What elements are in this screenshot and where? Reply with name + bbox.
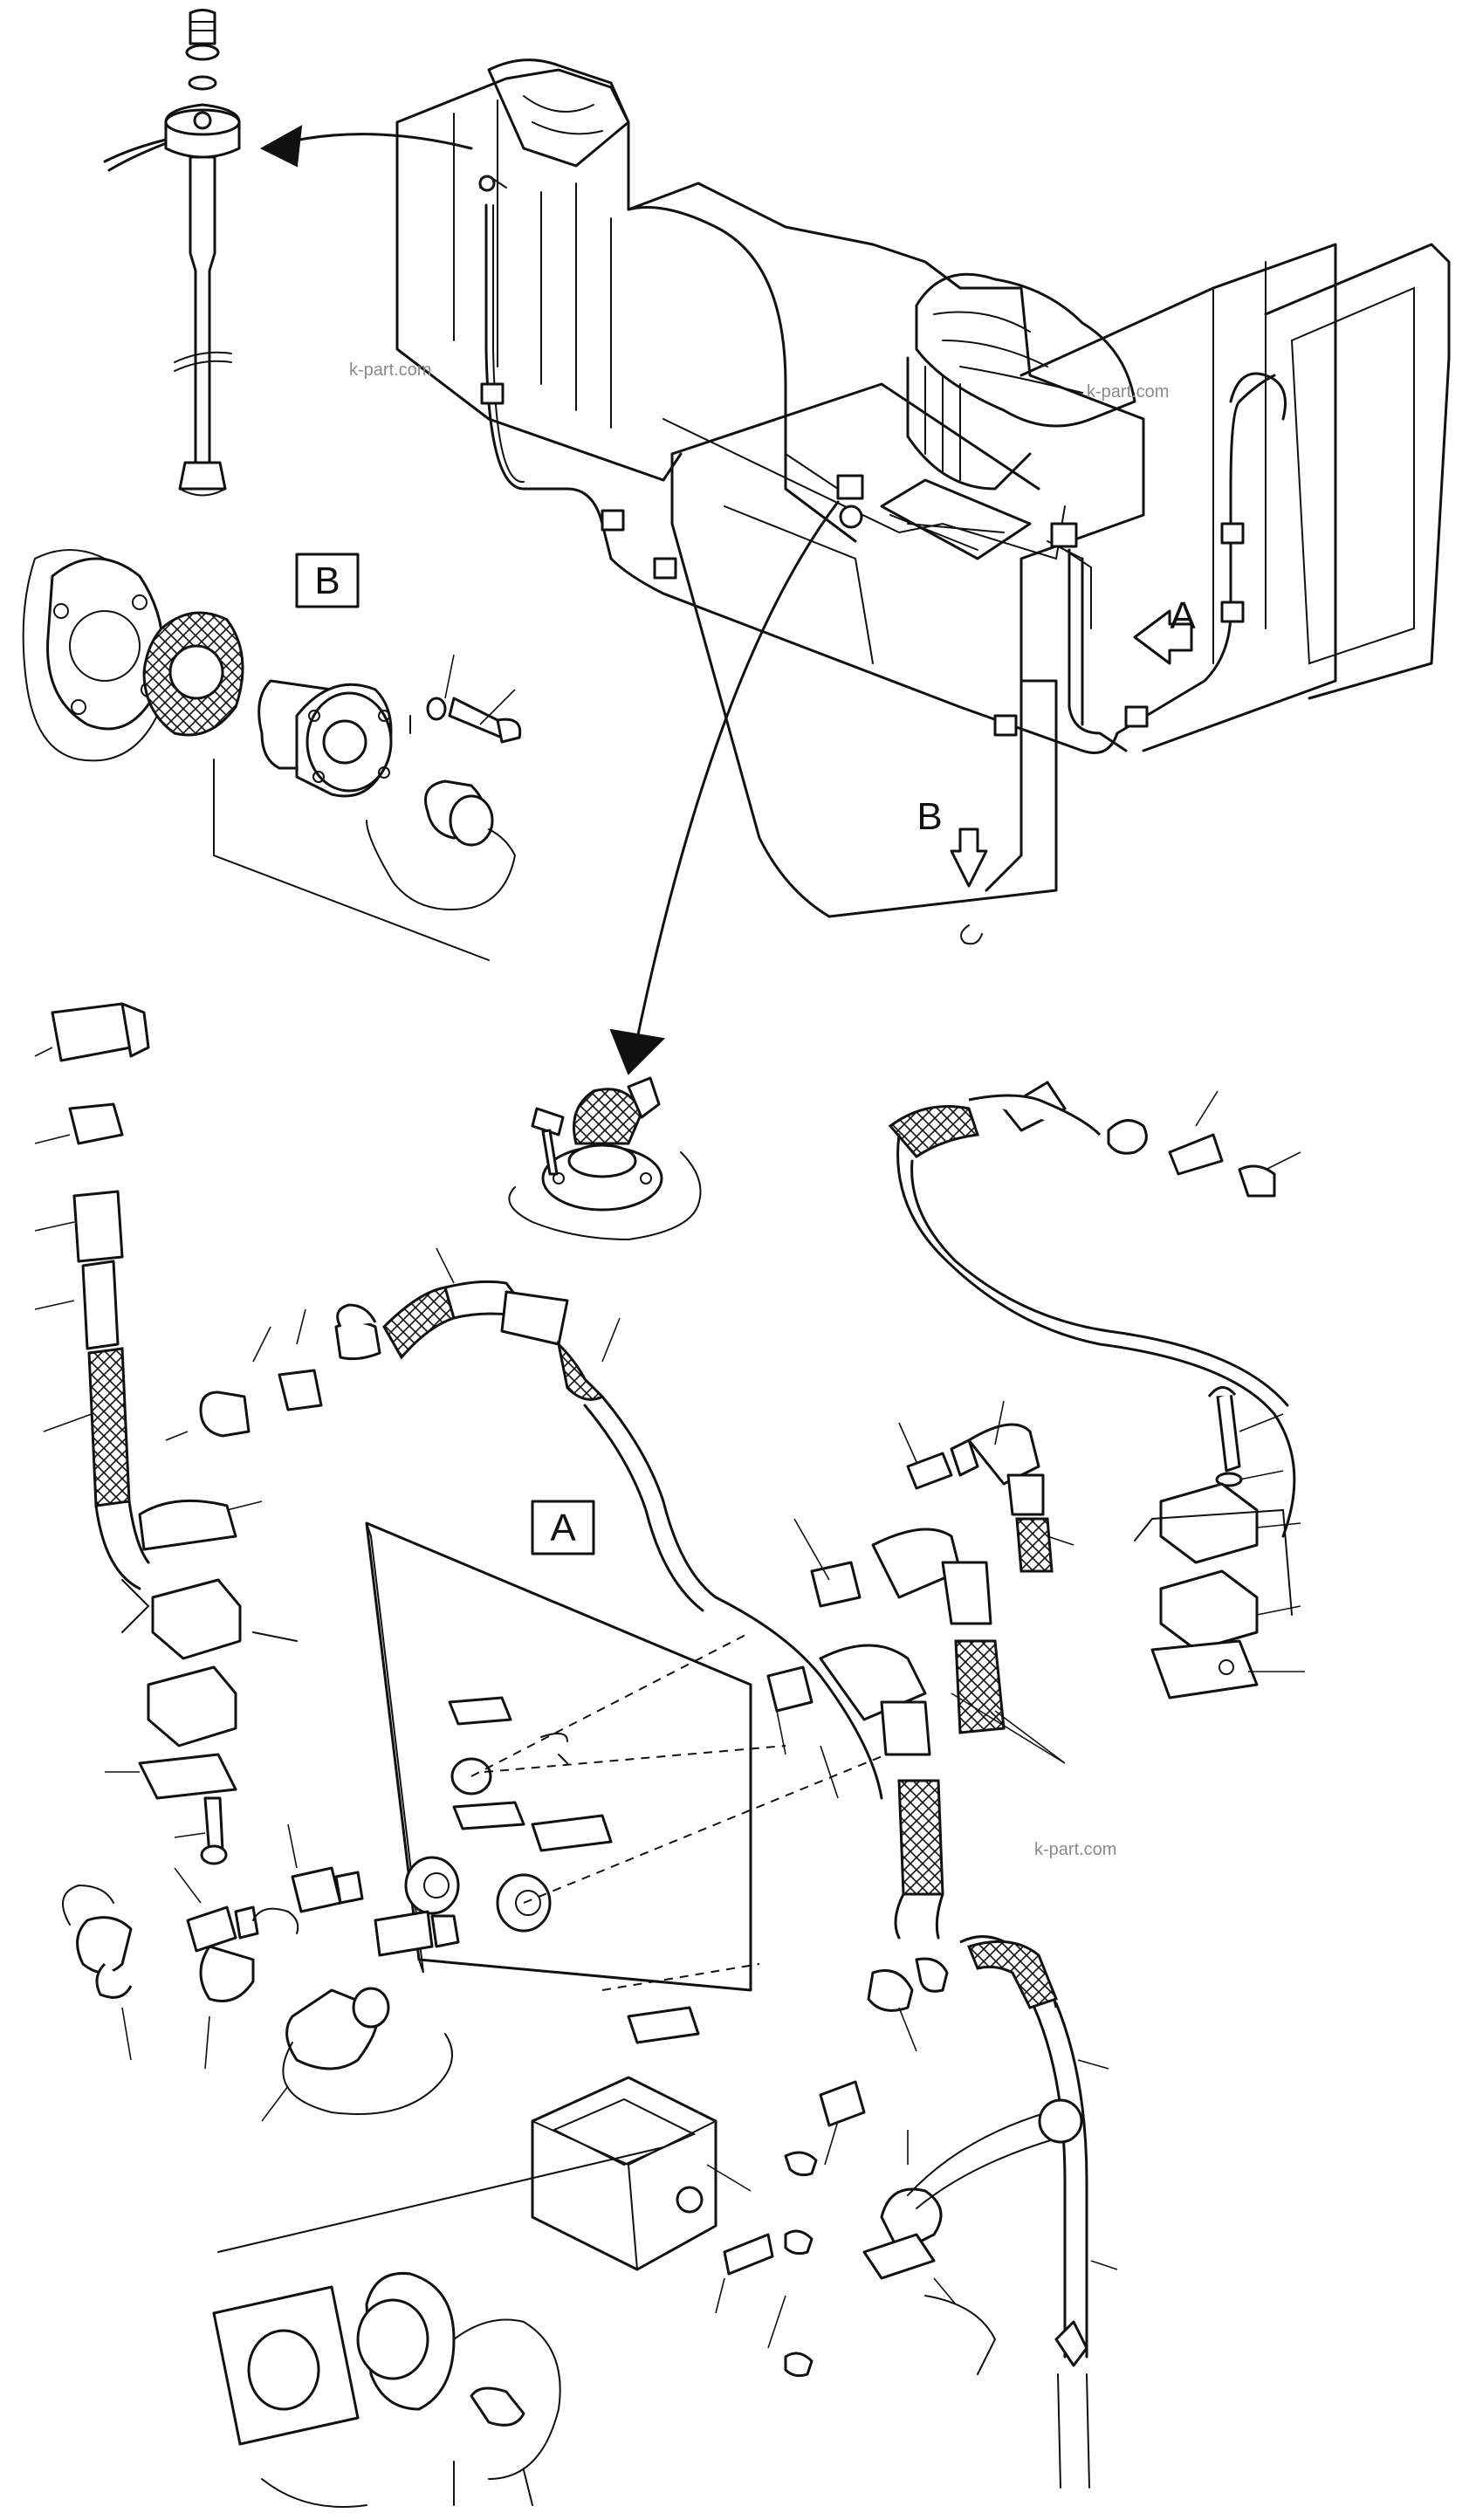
panel-a [365,1521,909,2044]
watermark: k-part.com [1034,1840,1116,1859]
hose-left-assembly [34,1002,150,1590]
view-b-callout: B [295,553,360,608]
clamp-assembly-right [1134,1386,1305,1699]
elbow-fitting [508,1076,702,1241]
panel-fittings-right [766,1400,1074,1940]
view-b-detail [22,549,522,961]
view-a-label: A [550,1507,576,1549]
hose-right [888,1081,1301,1538]
view-b-arrow-label: B [916,795,942,838]
engine-assembly [395,58,1451,945]
view-b-label: B [314,560,340,602]
view-a-arrow-label: A [1170,594,1196,637]
cable-lower-right [819,1935,1118,2489]
hose-center [165,1247,883,1800]
watermark: k-part.com [1087,382,1169,402]
clamp-assembly-left [105,1499,298,1865]
sensor-detail [103,9,241,497]
reference-arrows [259,125,840,1075]
watermark: k-part.com [349,360,431,380]
quick-couplings [62,1823,460,2122]
view-a-callout: A [531,1500,595,1555]
lamp-assembly [212,2146,664,2508]
junction-box [531,2076,818,2378]
